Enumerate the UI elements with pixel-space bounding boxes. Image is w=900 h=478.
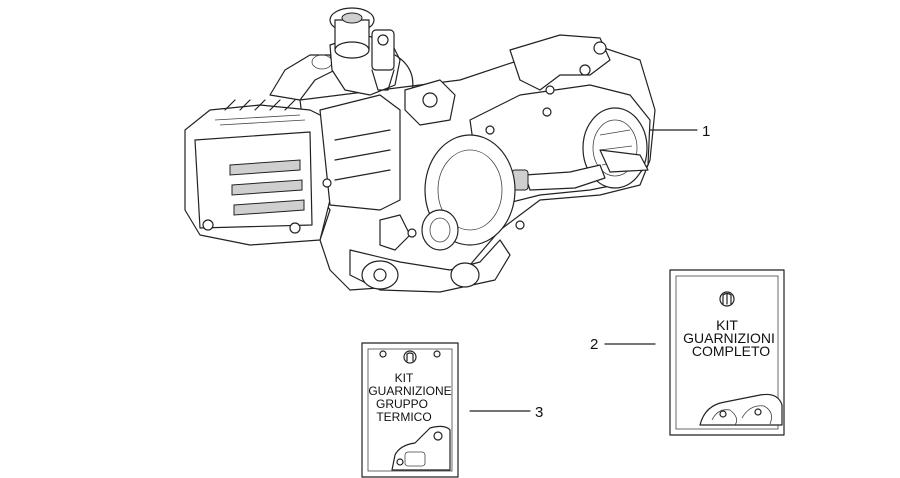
gasket-kit-complete[interactable]: KIT GUARNIZIONI COMPLETO: [669, 269, 785, 436]
kit-complete-line-2: GUARNIZIONI: [683, 330, 775, 346]
callout-1: 1: [702, 123, 710, 140]
engine-assembly[interactable]: [184, 7, 656, 293]
kit-complete-line-1: KIT: [716, 317, 738, 333]
kit-thermal-line-1: KIT: [395, 371, 414, 385]
kit-thermal-line-3: GRUPPO: [376, 397, 428, 411]
kit-thermal-line-4: TERMICO: [376, 410, 431, 424]
callout-2: 2: [590, 336, 598, 353]
piaggio-logo-icon: [403, 350, 417, 364]
kit-complete-line-3: COMPLETO: [692, 343, 770, 359]
piaggio-logo-icon: [719, 291, 735, 307]
callout-3: 3: [535, 404, 543, 421]
gasket-kit-thermal[interactable]: KIT GUARNIZIONE GRUPPO TERMICO: [361, 342, 459, 478]
kit-thermal-line-2: GUARNIZIONE: [368, 384, 451, 398]
